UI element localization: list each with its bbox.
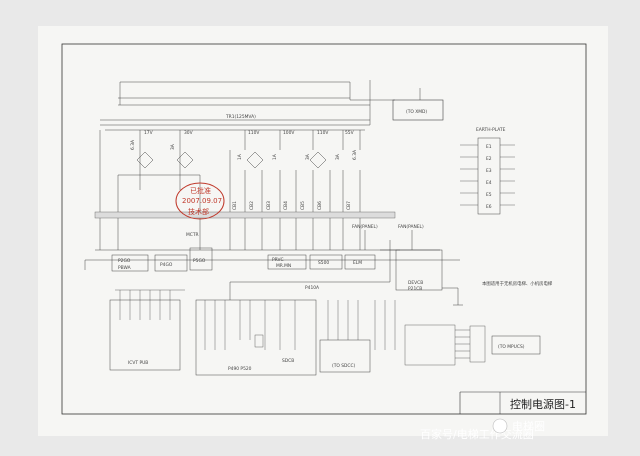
module-p2go-sublabel: PBWA	[118, 265, 131, 271]
voltage-label: 55V	[345, 130, 354, 136]
fuse-label: 6.3A	[352, 150, 358, 160]
rectifier-bridge-4	[309, 151, 327, 169]
breaker-columns	[99, 130, 361, 250]
watermark-brand: 电梯圈	[512, 420, 545, 433]
sdcc-pins	[327, 300, 359, 340]
module-p410a-label: P410A	[305, 285, 319, 291]
module-mctr-label: MCTR	[186, 232, 199, 238]
terminal-strip	[94, 211, 396, 219]
earth-terminal: E4	[486, 180, 492, 186]
ground-wire	[442, 287, 463, 306]
voltage-label: 30V	[184, 130, 193, 136]
earth-terminals: E1 E2 E3 E4 E5 E6	[486, 144, 492, 210]
fuse-labels: 6.3A 3A 1A 1A 3A 3A 6.3A	[130, 140, 358, 160]
drawing-frame	[61, 43, 587, 415]
sheet-title: 控制电源图-1	[510, 397, 576, 411]
top-cabinet-box	[392, 99, 444, 121]
module-prvc	[267, 254, 307, 270]
tap-lines	[105, 129, 365, 150]
module-p2go	[111, 254, 149, 272]
icvt-pins	[115, 289, 185, 320]
fan-panel-label-2: FAN(PANEL)	[398, 224, 424, 230]
module-p4go	[154, 254, 188, 272]
rectifier-bridge-2	[176, 150, 194, 190]
earth-terminal: E2	[486, 156, 492, 162]
module-to-mpucs	[491, 335, 541, 355]
earth-terminal: E1	[486, 144, 492, 150]
module-p2go-label: P2GO	[118, 258, 131, 264]
earth-terminal: E6	[486, 204, 492, 210]
watermark-logo-icon	[492, 418, 508, 434]
watermark-logo: 电梯圈	[492, 418, 545, 434]
earth-terminal: E3	[486, 168, 492, 174]
voltage-label: 100V	[283, 130, 294, 136]
breaker-label: CB2	[249, 201, 255, 210]
lower-bus	[84, 249, 460, 270]
module-to-sdcc-label: (TO SDCC)	[332, 363, 356, 369]
module-dev-label: DEVCB	[408, 280, 423, 286]
rectifier-bridge-1	[136, 150, 154, 190]
module-p4go-label: P4GO	[160, 262, 173, 268]
sdcb-pins	[204, 300, 296, 350]
module-dev	[395, 249, 443, 291]
breaker-labels: CB1 CB2 CB3 CB4 CB5 CB6 CB7	[232, 201, 352, 210]
earth-plate-label: EARTH-PLATE	[476, 127, 506, 133]
earth-wires	[460, 144, 515, 206]
module-mrmn-label: MR.MN	[276, 263, 291, 269]
fan-panel-label-1: FAN(PANEL)	[352, 224, 378, 230]
rectifier-bridge-3	[246, 151, 264, 169]
breaker-label: CB6	[317, 201, 323, 210]
voltage-label: 110V	[317, 130, 328, 136]
module-icvt	[109, 299, 181, 371]
title-block: 控制电源图-1	[459, 391, 586, 414]
module-p5go-label: P5GO	[193, 258, 206, 264]
module-sdcb-label: SDCB	[282, 358, 294, 364]
fuse-label: 3A	[170, 144, 176, 150]
module-sdcb	[195, 299, 317, 376]
module-elm	[344, 254, 376, 270]
module-icvt-label: ICVT PUB	[128, 360, 148, 366]
module-to-sdcc	[319, 339, 371, 373]
earth-plate	[477, 137, 501, 215]
module-dev-sublabel: P21CB	[408, 286, 422, 292]
fuse-label: 3A	[305, 154, 311, 160]
breaker-label: CB4	[283, 201, 289, 210]
breaker-label: CB1	[232, 201, 238, 210]
voltage-taps: 17V 30V 110V 100V 110V 55V	[144, 130, 354, 136]
module-s500	[309, 254, 343, 270]
stamp-line: 2007.09.07	[182, 197, 222, 205]
module-p5go	[189, 247, 213, 271]
stamp-line: 技术部	[188, 207, 209, 216]
breaker-label: CB7	[346, 201, 352, 210]
voltage-label: 17V	[144, 130, 153, 136]
transformer-label: TR1(125MVA)	[225, 114, 256, 120]
top-cabinet-label: (TO XMD)	[406, 109, 427, 115]
earth-terminal: E5	[486, 192, 492, 198]
module-sdcb-sublabel: P490 P520	[228, 366, 252, 372]
module-to-mpucs-label: (TO MPUCS)	[498, 344, 525, 350]
approval-stamp: 已批准 2007.09.07 技术部	[175, 182, 225, 220]
voltage-label: 110V	[248, 130, 259, 136]
mpucs-wiring	[374, 300, 486, 366]
fuse-label: 6.3A	[130, 140, 136, 150]
module-prvc-label: PRVC	[272, 257, 284, 263]
applicability-note: 本图适用于无机房电梯、小机房电梯	[482, 280, 553, 287]
module-s500-label: S500	[318, 260, 329, 266]
stamp-line: 已批准	[190, 186, 211, 195]
breaker-label: CB5	[300, 201, 306, 210]
breaker-label: CB3	[266, 201, 272, 210]
paper-sheet	[38, 26, 608, 436]
fuse-label: 3A	[335, 154, 341, 160]
fuse-label: 1A	[237, 154, 243, 160]
transformer-section	[100, 80, 395, 126]
fuse-label: 1A	[272, 154, 278, 160]
module-elm-label: ELM	[353, 260, 362, 266]
